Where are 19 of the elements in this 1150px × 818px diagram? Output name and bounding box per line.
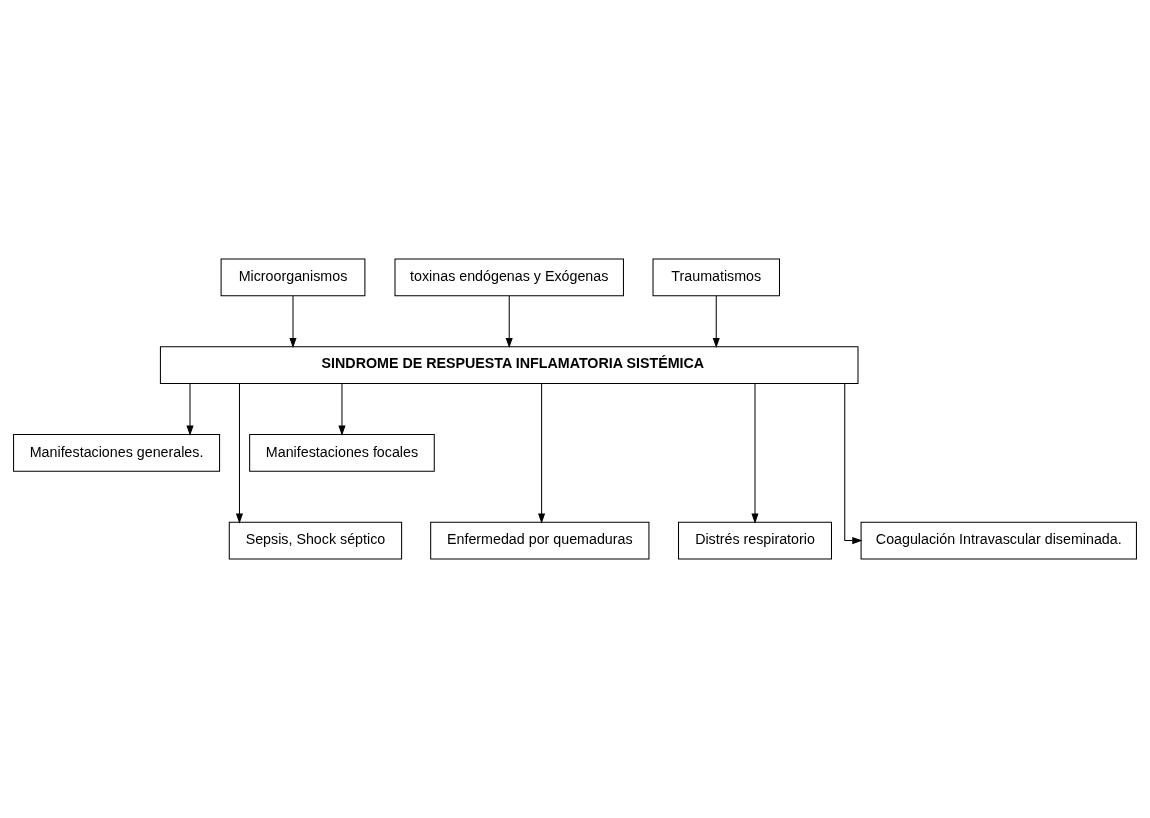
node-box: Sepsis, Shock séptico [228, 521, 403, 560]
node-box: Distrés respiratorio [678, 521, 832, 560]
arrow [338, 383, 346, 436]
arrow [751, 383, 759, 524]
node-box: Coagulación Intravascular diseminada. [860, 521, 1137, 560]
node-box: toxinas endógenas y Exógenas [394, 258, 624, 297]
node-box: Manifestaciones generales. [13, 434, 221, 472]
arrow [289, 295, 297, 349]
arrow [186, 383, 194, 436]
node-box: SINDROME DE RESPUESTA INFLAMATORIA SISTÉMICA [159, 346, 859, 384]
arrow [505, 295, 513, 349]
arrow [844, 383, 863, 545]
arrow [538, 383, 546, 524]
node-box: Traumatismos [652, 258, 780, 297]
node-box: Manifestaciones focales [249, 434, 435, 472]
node-box: Enfermedad por quemaduras [430, 521, 650, 560]
node-box: Microorganismos [220, 258, 366, 297]
arrow [712, 295, 720, 349]
arrow [235, 383, 244, 524]
